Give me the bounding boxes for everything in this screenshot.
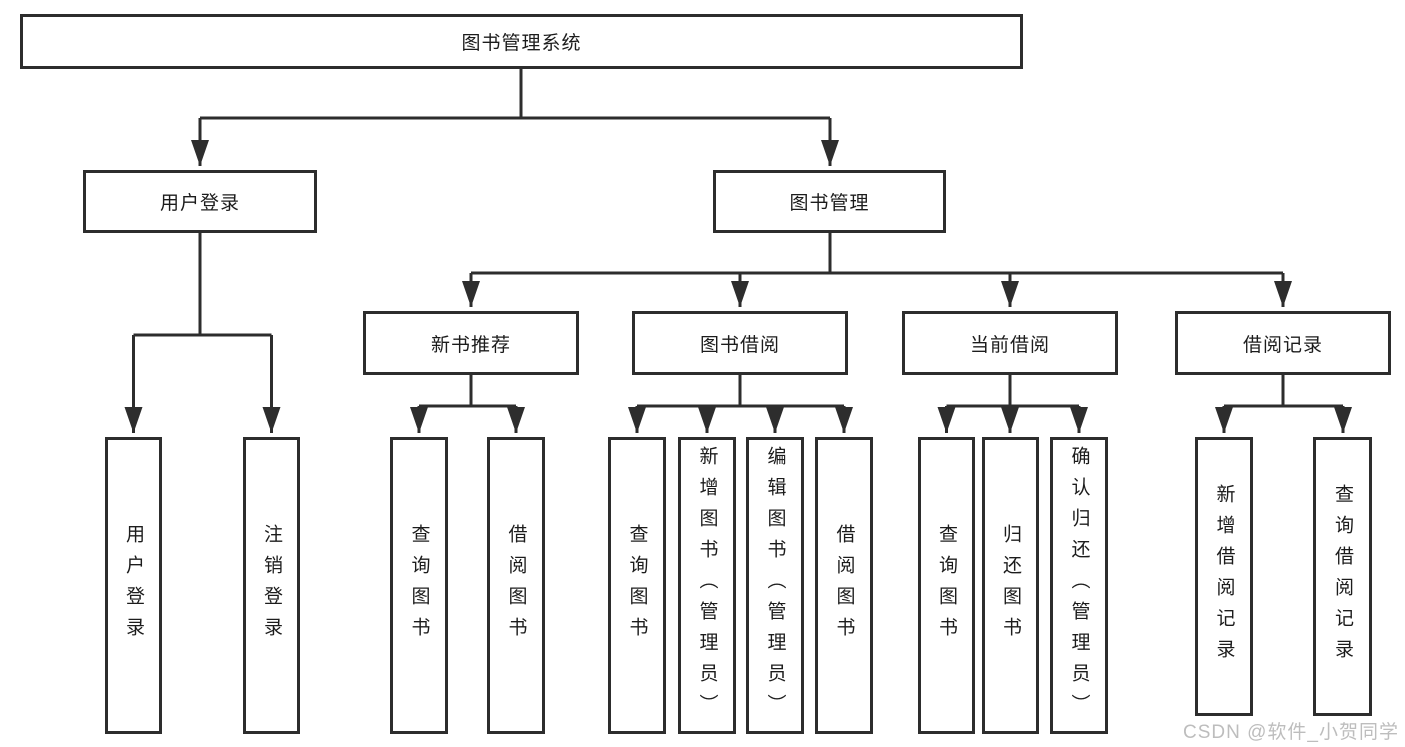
leaf-user-login: 用户登录 [105,437,162,734]
node-book-borrow: 图书借阅 [632,311,848,375]
leaf-borrow-borrow-books: 借阅图书 [815,437,873,734]
leaf-current-return-books: 归还图书 [982,437,1039,734]
leaf-records-query-record-label: 查询借阅记录 [1332,483,1353,670]
node-new-book-recommend-label: 新书推荐 [430,334,511,356]
leaf-logout-label: 注销登录 [261,523,282,648]
leaf-newbooks-borrow-books-label: 借阅图书 [505,523,527,648]
connector-bookmgmt-to-level3 [462,233,1292,307]
leaf-records-add-record-label: 新增借阅记录 [1213,483,1235,670]
node-user-login-label: 用户登录 [159,193,240,214]
connector-borrowrecords-to-leaves [1215,375,1352,433]
leaf-borrow-edit-books-admin: 编辑图书（管理员） [746,437,804,734]
leaf-records-add-record: 新增借阅记录 [1195,437,1253,716]
node-book-borrow-label: 图书借阅 [699,334,780,356]
connector-newbooks-to-leaves [410,375,525,433]
leaf-logout: 注销登录 [243,437,300,734]
leaf-borrow-borrow-books-label: 借阅图书 [833,523,855,648]
leaf-newbooks-query-books-label: 查询图书 [408,523,430,648]
node-borrow-records-label: 借阅记录 [1242,334,1323,356]
node-book-management: 图书管理 [713,170,946,233]
connector-userlogin-to-leaves [124,233,281,433]
connector-root-to-level2 [191,69,839,166]
leaf-borrow-query-books: 查询图书 [608,437,666,734]
leaf-borrow-query-books-label: 查询图书 [626,523,648,648]
leaf-user-login-label: 用户登录 [123,523,144,648]
node-book-management-label: 图书管理 [789,193,870,214]
leaf-borrow-edit-books-admin-label: 编辑图书（管理员） [764,446,786,725]
leaf-newbooks-borrow-books: 借阅图书 [487,437,545,734]
node-root-label: 图书管理系统 [461,33,582,54]
node-current-borrow: 当前借阅 [902,311,1118,375]
leaf-current-confirm-return-admin-label: 确认归还（管理员） [1068,446,1090,725]
node-new-book-recommend: 新书推荐 [363,311,579,375]
node-root: 图书管理系统 [20,14,1023,69]
leaf-current-return-books-label: 归还图书 [1000,523,1021,648]
node-user-login: 用户登录 [83,170,317,233]
leaf-newbooks-query-books: 查询图书 [390,437,448,734]
watermark: CSDN @软件_小贺同学 [1183,722,1399,743]
leaf-current-confirm-return-admin: 确认归还（管理员） [1050,437,1108,734]
leaf-current-query-books-label: 查询图书 [936,523,957,648]
leaf-borrow-add-books-admin: 新增图书（管理员） [678,437,736,734]
connector-currentborrow-to-leaves [937,375,1088,433]
leaf-borrow-add-books-admin-label: 新增图书（管理员） [696,446,718,725]
node-borrow-records: 借阅记录 [1175,311,1391,375]
node-current-borrow-label: 当前借阅 [969,334,1050,356]
leaf-current-query-books: 查询图书 [918,437,975,734]
connector-bookborrow-to-leaves [628,375,853,433]
leaf-records-query-record: 查询借阅记录 [1313,437,1372,716]
